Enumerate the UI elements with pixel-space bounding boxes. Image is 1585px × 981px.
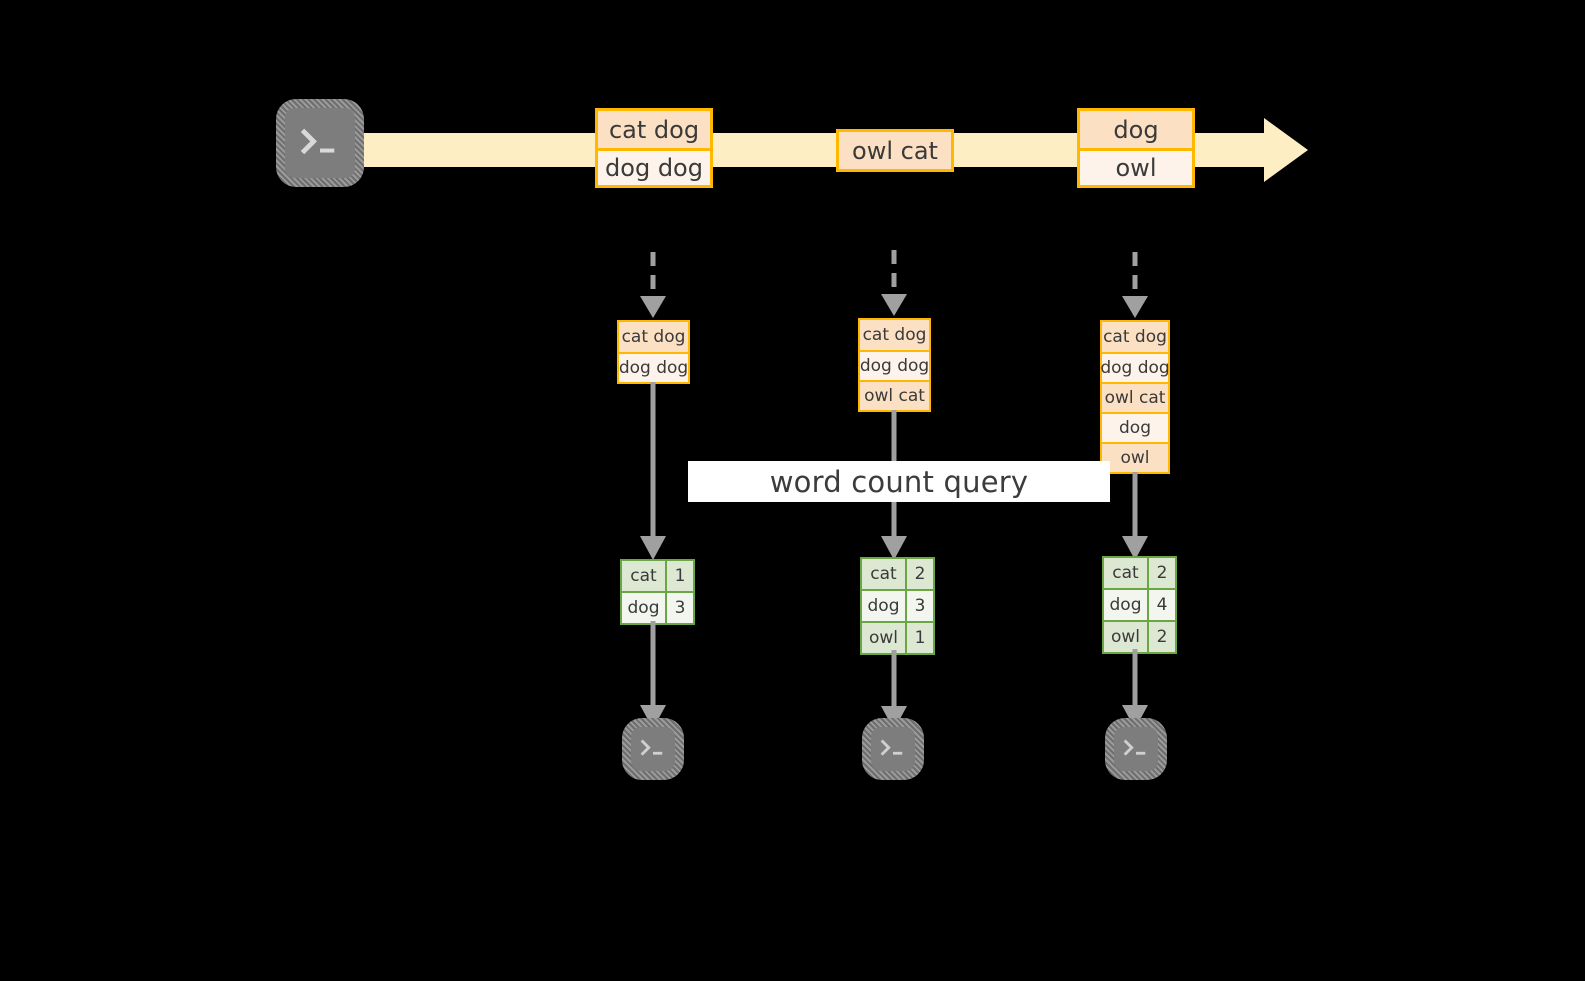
result-row: dog 4 — [1104, 588, 1175, 620]
source-terminal-icon — [276, 99, 364, 187]
result-table-3: cat 2 dog 4 owl 2 — [1102, 556, 1177, 654]
snapshot-table-2: cat dog dog dog owl cat — [858, 318, 931, 412]
result-word: dog — [862, 591, 905, 621]
result-row: cat 2 — [862, 559, 933, 589]
result-table-2: cat 2 dog 3 owl 1 — [860, 557, 935, 655]
result-row: cat 2 — [1104, 558, 1175, 588]
terminal-prompt-glyph — [880, 739, 903, 756]
result-row: dog 3 — [862, 589, 933, 621]
result-count: 1 — [905, 623, 933, 653]
result-word: owl — [1104, 622, 1147, 652]
stream-event-3: dog owl — [1077, 108, 1195, 188]
terminal-prompt-glyph — [640, 739, 663, 756]
snapshot-row: dog dog — [1100, 352, 1170, 382]
result-word: owl — [862, 623, 905, 653]
connector-snapshot-to-result-3 — [1122, 472, 1148, 560]
sink-terminal-icon-2 — [862, 718, 924, 780]
snapshot-row: cat dog — [1102, 322, 1168, 352]
result-count: 2 — [1147, 622, 1175, 652]
terminal-face — [285, 108, 355, 178]
snapshot-row: dog dog — [619, 352, 688, 382]
terminal-prompt-glyph — [1123, 739, 1146, 756]
result-row: owl 2 — [1104, 620, 1175, 652]
snapshot-table-3: cat dog dog dog owl cat dog owl — [1100, 320, 1170, 474]
stream-event-line: dog dog — [598, 148, 710, 185]
result-row: dog 3 — [622, 591, 693, 623]
snapshot-row: owl — [1102, 442, 1168, 472]
result-row: cat 1 — [622, 561, 693, 591]
sink-terminal-icon-3 — [1105, 718, 1167, 780]
connector-stream-to-snapshot-3 — [1122, 252, 1148, 318]
terminal-prompt-glyph — [300, 128, 335, 155]
snapshot-row: cat dog — [860, 320, 929, 350]
result-word: cat — [1104, 558, 1147, 588]
connector-stream-to-snapshot-1 — [640, 252, 666, 318]
result-row: owl 1 — [862, 621, 933, 653]
stream-event-line: cat dog — [598, 111, 710, 148]
snapshot-row: dog — [1102, 412, 1168, 442]
sink-terminal-icon-1 — [622, 718, 684, 780]
query-label: word count query — [769, 464, 1029, 499]
stream-event-line: owl — [1080, 148, 1192, 185]
result-count: 2 — [1147, 558, 1175, 588]
stream-event-1: cat dog dog dog — [595, 108, 713, 188]
stream-event-2: owl cat — [836, 129, 954, 172]
snapshot-row: owl cat — [860, 380, 929, 410]
snapshot-row: dog dog — [860, 350, 929, 380]
terminal-face — [1114, 727, 1158, 771]
terminal-face — [631, 727, 675, 771]
snapshot-row: owl cat — [1102, 382, 1168, 412]
result-word: cat — [862, 559, 905, 589]
stream-event-line: owl cat — [839, 132, 951, 169]
snapshot-row: cat dog — [619, 322, 688, 352]
result-word: dog — [1104, 590, 1147, 620]
stream-event-line: dog — [1080, 111, 1192, 148]
connector-stream-to-snapshot-2 — [881, 250, 907, 316]
result-word: dog — [622, 593, 665, 623]
result-table-1: cat 1 dog 3 — [620, 559, 695, 625]
result-count: 4 — [1147, 590, 1175, 620]
result-word: cat — [622, 561, 665, 591]
result-count: 2 — [905, 559, 933, 589]
connector-result-to-sink-1 — [640, 621, 666, 729]
query-label-band: word count query — [688, 461, 1110, 502]
connector-snapshot-to-result-1 — [640, 382, 666, 560]
terminal-face — [871, 727, 915, 771]
snapshot-table-1: cat dog dog dog — [617, 320, 690, 384]
result-count: 3 — [905, 591, 933, 621]
result-count: 3 — [665, 593, 693, 623]
connector-result-to-sink-3 — [1122, 649, 1148, 729]
result-count: 1 — [665, 561, 693, 591]
